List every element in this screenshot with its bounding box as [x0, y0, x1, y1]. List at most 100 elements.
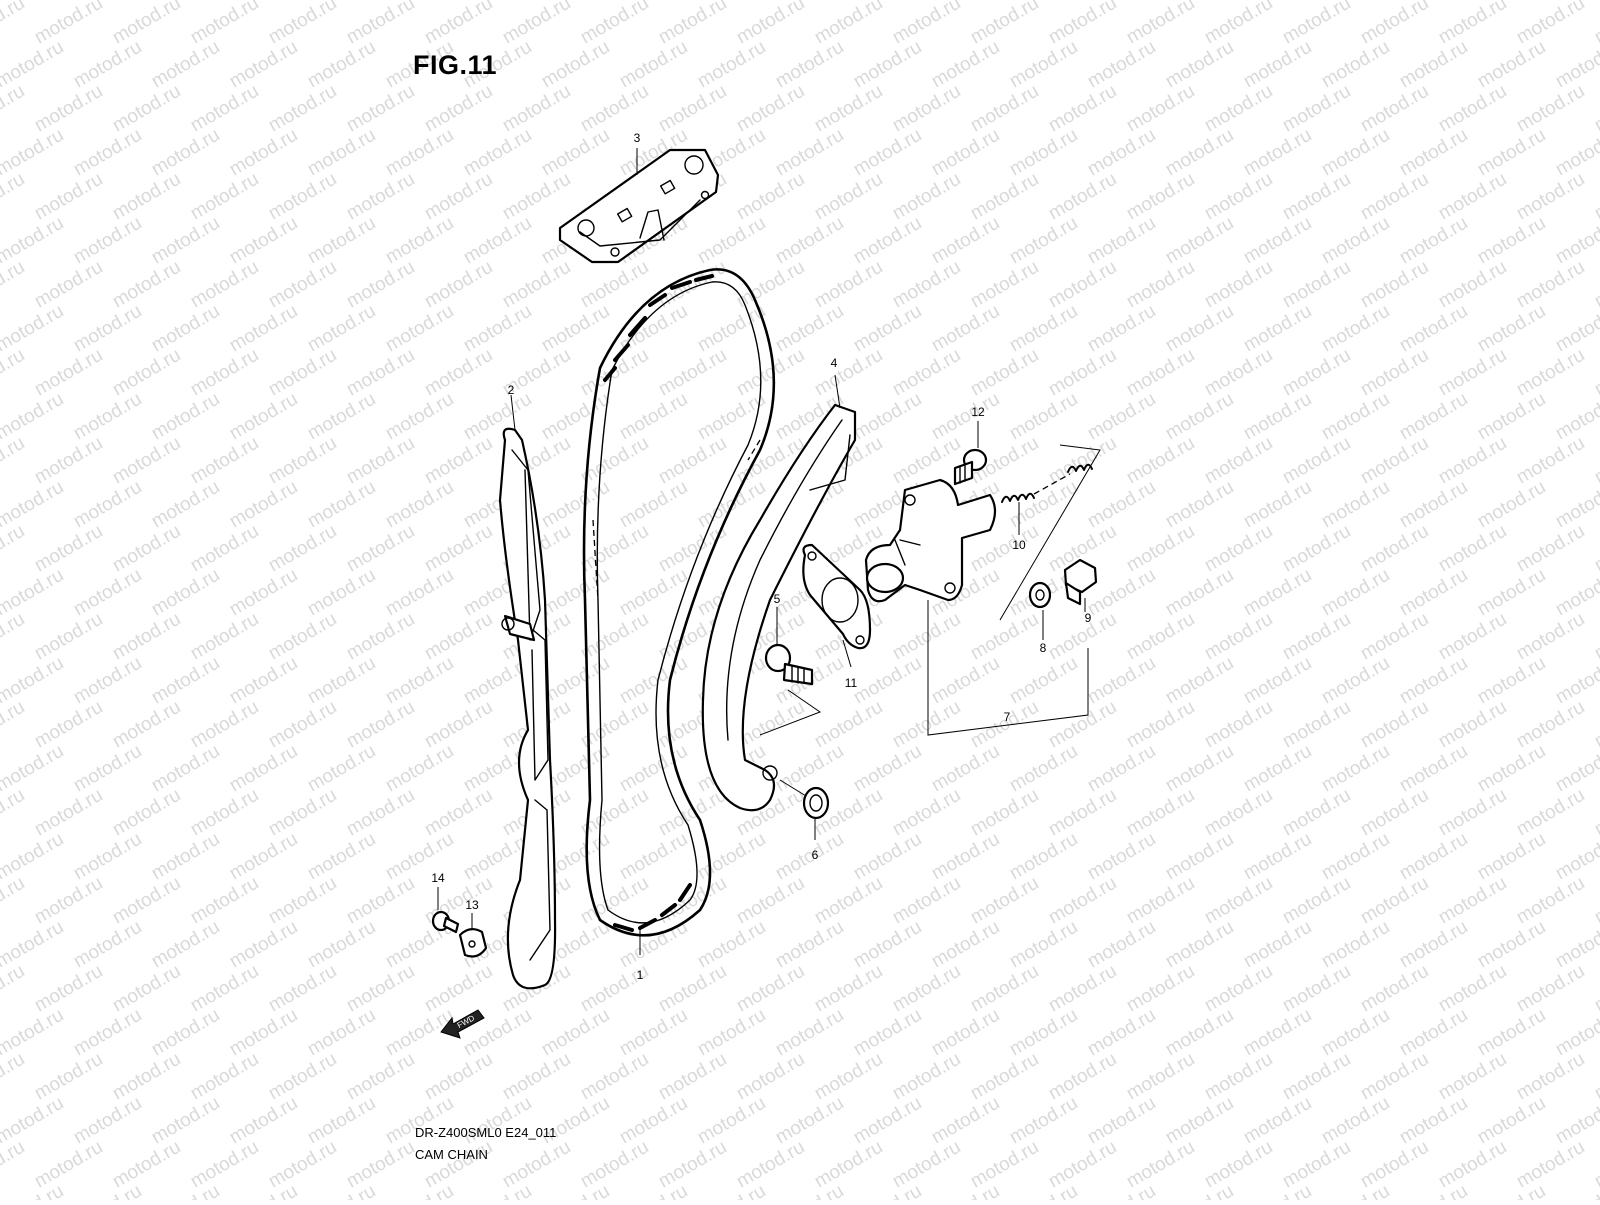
callout-7: 7	[1003, 710, 1011, 724]
watermark-text: motod.ru	[1123, 785, 1198, 841]
watermark-text: motod.ru	[1162, 565, 1237, 621]
watermark-text: motod.ru	[148, 741, 223, 797]
watermark-text: motod.ru	[1318, 917, 1393, 973]
watermark-text: motod.ru	[0, 213, 67, 269]
watermark-text: motod.ru	[889, 169, 964, 225]
watermark-text: motod.ru	[1240, 917, 1315, 973]
watermark-text: motod.ru	[31, 1137, 106, 1193]
watermark-text: motod.ru	[1240, 829, 1315, 885]
watermark-text: motod.ru	[616, 389, 691, 445]
watermark-text: motod.ru	[265, 81, 340, 137]
watermark-text: motod.ru	[31, 345, 106, 401]
callout-2: 2	[507, 383, 515, 397]
watermark-text: motod.ru	[1357, 433, 1432, 489]
watermark-text: motod.ru	[0, 917, 67, 973]
watermark-text: motod.ru	[1474, 37, 1549, 93]
watermark-text: motod.ru	[967, 257, 1042, 313]
watermark-text: motod.ru	[0, 1137, 28, 1193]
watermark-text: motod.ru	[772, 1181, 847, 1200]
watermark-text: motod.ru	[1279, 697, 1354, 753]
watermark-text: motod.ru	[226, 1093, 301, 1149]
watermark-text: motod.ru	[0, 653, 67, 709]
watermark-text: motod.ru	[1396, 213, 1471, 269]
watermark-text: motod.ru	[304, 741, 379, 797]
watermark-text: motod.ru	[850, 213, 925, 269]
watermark-text: motod.ru	[1357, 697, 1432, 753]
watermark-text: motod.ru	[343, 873, 418, 929]
watermark-text: motod.ru	[382, 565, 457, 621]
watermark-text: motod.ru	[1240, 565, 1315, 621]
watermark-text: motod.ru	[1513, 1137, 1588, 1193]
watermark-text: motod.ru	[538, 125, 613, 181]
watermark-text: motod.ru	[343, 0, 418, 48]
watermark-text: motod.ru	[1006, 213, 1081, 269]
watermark-text: motod.ru	[967, 345, 1042, 401]
part-9-plug-bolt	[1063, 558, 1098, 612]
watermark-text: motod.ru	[1240, 477, 1315, 533]
part-12-bolt	[953, 448, 988, 486]
watermark-text: motod.ru	[148, 389, 223, 445]
watermark-text: motod.ru	[460, 301, 535, 357]
watermark-text: motod.ru	[70, 301, 145, 357]
watermark-text: motod.ru	[1435, 609, 1510, 665]
callout-14: 14	[431, 871, 445, 885]
watermark-text: motod.ru	[577, 81, 652, 137]
watermark-text: motod.ru	[109, 609, 184, 665]
watermark-text: motod.ru	[109, 1049, 184, 1105]
watermark-text: motod.ru	[499, 257, 574, 313]
watermark-text: motod.ru	[1162, 1005, 1237, 1061]
watermark-text: motod.ru	[1513, 873, 1588, 929]
watermark-text: motod.ru	[1318, 565, 1393, 621]
watermark-text: motod.ru	[616, 829, 691, 885]
watermark-text: motod.ru	[811, 169, 886, 225]
watermark-text: motod.ru	[850, 1093, 925, 1149]
watermark-text: motod.ru	[1162, 301, 1237, 357]
watermark-text: motod.ru	[499, 0, 574, 48]
watermark-text: motod.ru	[1279, 609, 1354, 665]
watermark-text: motod.ru	[31, 785, 106, 841]
watermark-text: motod.ru	[538, 37, 613, 93]
watermark-text: motod.ru	[733, 169, 808, 225]
watermark-text: motod.ru	[304, 829, 379, 885]
watermark-text: motod.ru	[148, 1093, 223, 1149]
watermark-text: motod.ru	[1162, 741, 1237, 797]
watermark-text: motod.ru	[0, 829, 67, 885]
watermark-text: motod.ru	[70, 1181, 145, 1200]
watermark-text: motod.ru	[1318, 477, 1393, 533]
watermark-text: motod.ru	[148, 653, 223, 709]
watermark-text: motod.ru	[1045, 345, 1120, 401]
watermark-text: motod.ru	[538, 477, 613, 533]
watermark-text: motod.ru	[655, 1049, 730, 1105]
watermark-text: motod.ru	[1435, 169, 1510, 225]
watermark-text: motod.ru	[889, 0, 964, 48]
watermark-text: motod.ru	[1474, 1181, 1549, 1200]
watermark-text: motod.ru	[226, 301, 301, 357]
watermark-text: motod.ru	[889, 785, 964, 841]
part-8-washer	[1028, 581, 1052, 640]
watermark-text: motod.ru	[1006, 1093, 1081, 1149]
watermark-text: motod.ru	[382, 653, 457, 709]
watermark-text: motod.ru	[1201, 345, 1276, 401]
watermark-text: motod.ru	[0, 477, 67, 533]
watermark-text: motod.ru	[1513, 785, 1588, 841]
part-3-chain-guide-plate	[558, 148, 720, 264]
watermark-text: motod.ru	[1396, 477, 1471, 533]
watermark-text: motod.ru	[187, 0, 262, 48]
watermark-text: motod.ru	[187, 609, 262, 665]
watermark-text: motod.ru	[694, 213, 769, 269]
watermark-text: motod.ru	[616, 1181, 691, 1200]
watermark-text: motod.ru	[109, 345, 184, 401]
watermark-text: motod.ru	[31, 521, 106, 577]
watermark-text: motod.ru	[850, 389, 925, 445]
watermark-text: motod.ru	[304, 917, 379, 973]
watermark-text: motod.ru	[811, 1137, 886, 1193]
watermark-text: motod.ru	[928, 1005, 1003, 1061]
watermark-text: motod.ru	[343, 169, 418, 225]
watermark-text: motod.ru	[304, 1093, 379, 1149]
part-11-gasket	[802, 543, 872, 650]
watermark-text: motod.ru	[304, 1005, 379, 1061]
watermark-text: motod.ru	[421, 345, 496, 401]
watermark-text: motod.ru	[928, 917, 1003, 973]
watermark-text: motod.ru	[1552, 1181, 1600, 1200]
watermark-text: motod.ru	[265, 169, 340, 225]
